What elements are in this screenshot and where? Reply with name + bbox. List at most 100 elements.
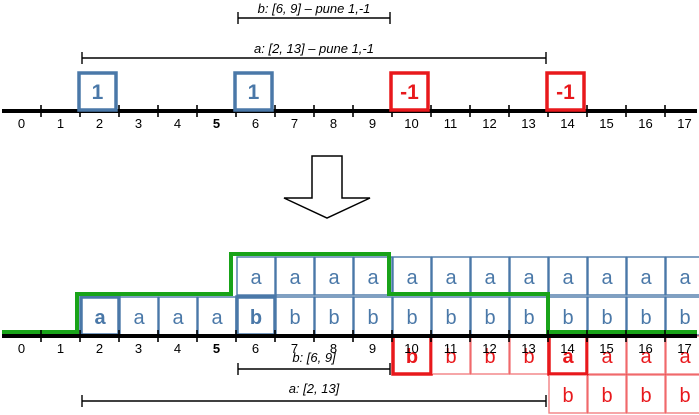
bottom-tick-label: 11 [444,341,458,356]
cell-letter: a [133,307,145,329]
top-tick-label: 3 [135,116,142,131]
top-tick-label: 5 [213,116,220,131]
cell [314,296,354,336]
marker-box [77,71,118,112]
bottom-interval-a-label: a: [2, 13] [289,381,340,396]
cell [275,256,315,296]
top-tick-label: 1 [57,116,64,131]
cell-letter: b [484,346,495,368]
cell-letter: a [367,267,379,289]
cell [665,374,699,414]
cell [626,335,666,375]
cell-letter: a [289,267,301,289]
bottom-tick-label: 17 [677,341,691,356]
top-tick-label: 4 [174,116,181,131]
cell [626,296,666,336]
cell-letter: b [562,307,573,329]
cell-letter: a [562,267,574,289]
cell-letter: a [94,307,106,329]
top-tick-label: 15 [599,116,613,131]
cell-letter: b [484,307,495,329]
top-markers: 1 1 -1 -1 [77,71,586,112]
cell-letter: b [328,307,339,329]
cell [392,256,432,296]
cell [392,296,432,336]
bottom-tick-label: 12 [482,341,496,356]
cell-letter: a [523,267,535,289]
bottom-tick-label: 0 [18,341,25,356]
bottom-tick-label: 1 [57,341,64,356]
cell [353,256,393,296]
cell [431,335,471,375]
bottom-tick-label: 14 [560,341,574,356]
cell [587,335,627,375]
cell-letter: b [640,385,651,407]
top-interval-b-bracket [237,12,391,24]
cell [470,335,510,375]
cell [431,256,471,296]
cell [236,256,276,296]
marker-box [389,71,430,112]
cell [431,296,471,336]
cell [548,256,588,296]
top-tick-label: 6 [252,116,259,131]
cell-letter: a [640,346,652,368]
cell [626,374,666,414]
cell-letter: b [601,307,612,329]
bottom-tick-label: 6 [252,341,259,356]
marker-value: -1 [400,81,419,104]
top-number-line-section: b: [6, 9] – pune 1,-1 a: [2, 13] – pune … [2,1,697,131]
coverage-outline [2,252,697,334]
marker-value: 1 [92,81,104,104]
cell-letter: b [445,346,456,368]
down-arrow-icon [283,155,371,219]
cell-letter: b [250,307,262,329]
cell [314,256,354,296]
cell-letter: a [562,346,574,368]
cell-letter: b [562,385,573,407]
cell [587,256,627,296]
bottom-tick-label: 16 [638,341,652,356]
marker-value: -1 [556,81,575,104]
cell-letter: a [601,267,613,289]
marker-box [545,71,586,112]
cell-letter: b [523,346,534,368]
bottom-tick-label: 5 [213,341,220,356]
cell-letter: b [445,307,456,329]
cell-letter: b [406,346,418,368]
bottom-tick-label: 4 [174,341,181,356]
cell [470,256,510,296]
bottom-tick-label: 3 [135,341,142,356]
cell-letter: b [601,385,612,407]
top-tick-label: 12 [482,116,496,131]
cell-letter: b [679,385,690,407]
bottom-tick-label: 15 [599,341,613,356]
top-interval-b-label: b: [6, 9] – pune 1,-1 [258,1,371,16]
bottom-tick-label: 2 [96,341,103,356]
cell [626,256,666,296]
bottom-interval-b-label: b: [6, 9] [292,350,336,365]
cell-letter: a [445,267,457,289]
bottom-tick-label: 9 [369,341,376,356]
bottom-tick-label: 8 [330,341,337,356]
top-tick-label: 8 [330,116,337,131]
top-tick-label: 16 [638,116,652,131]
top-tick-label: 9 [369,116,376,131]
bottom-tick-label: 10 [404,341,418,356]
cell [470,296,510,336]
cell [665,256,699,296]
marker-box [233,71,274,112]
cell-letter: a [640,267,652,289]
cell [665,296,699,336]
cell-letter: a [250,267,262,289]
marker-value: 1 [248,81,260,104]
bottom-tick-label: 7 [291,341,298,356]
cell-letter: a [484,267,496,289]
cell-letter: b [289,307,300,329]
top-tick-label: 13 [521,116,535,131]
